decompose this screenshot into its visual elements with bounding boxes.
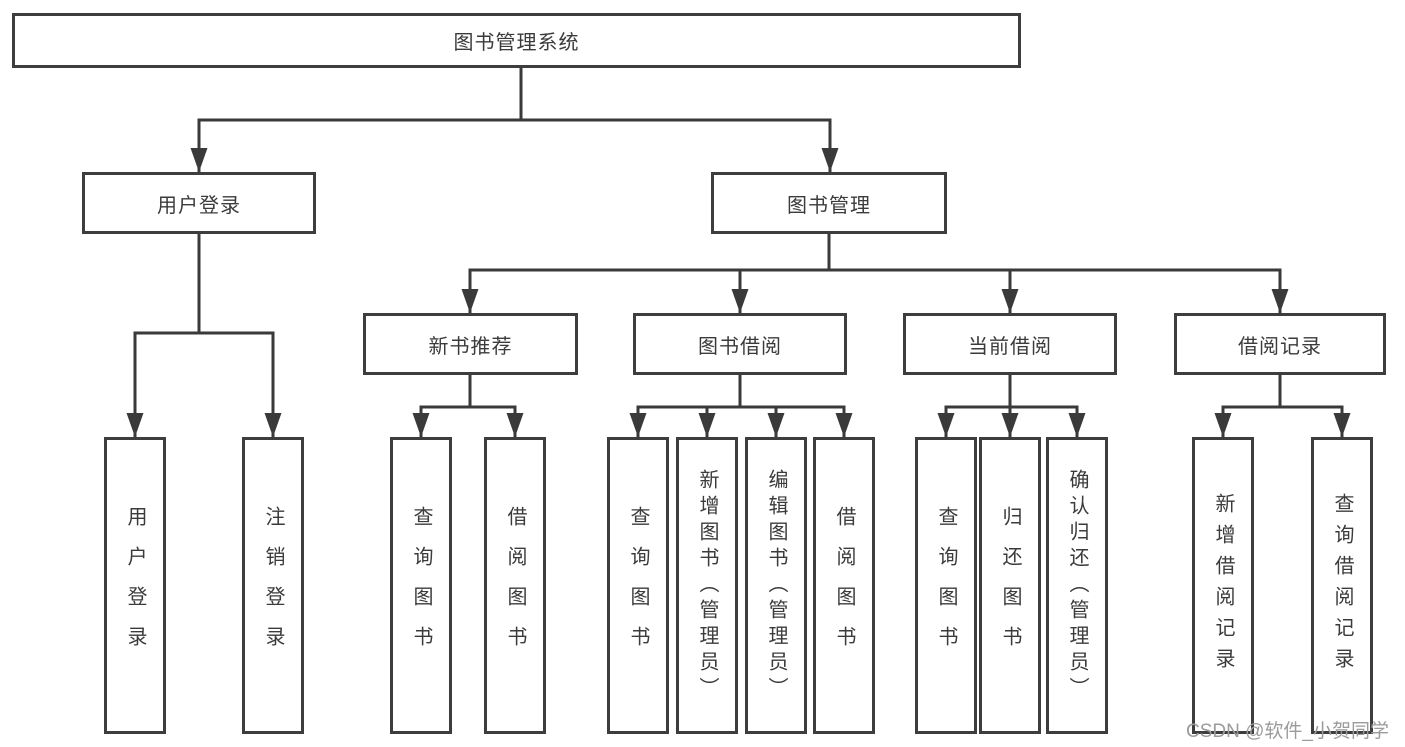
- leaf-confirm-return-admin: 确认归还（管理员）: [1046, 437, 1108, 734]
- leaf-query-books-current: 查询图书: [915, 437, 977, 734]
- leaf-borrow-books: 借阅图书: [813, 437, 875, 734]
- leaf-query-borrow-record: 查询借阅记录: [1311, 437, 1373, 734]
- leaf-return-books: 归还图书: [979, 437, 1041, 734]
- leaf-borrow-books-recommend: 借阅图书: [484, 437, 546, 734]
- leaf-edit-book-admin: 编辑图书（管理员）: [745, 437, 807, 734]
- leaf-add-borrow-record: 新增借阅记录: [1192, 437, 1254, 734]
- node-user-login: 用户登录: [82, 172, 316, 234]
- leaf-add-book-admin: 新增图书（管理员）: [676, 437, 738, 734]
- csdn-watermark: CSDN @软件_小贺同学: [1186, 721, 1389, 742]
- node-book-management: 图书管理: [711, 172, 947, 234]
- node-library-management-system: 图书管理系统: [12, 13, 1021, 68]
- leaf-user-login: 用户登录: [104, 437, 166, 734]
- leaf-query-books-recommend: 查询图书: [390, 437, 452, 734]
- node-new-book-recommend: 新书推荐: [363, 313, 578, 375]
- leaf-query-books-borrow: 查询图书: [607, 437, 669, 734]
- leaf-logout-login: 注销登录: [242, 437, 304, 734]
- node-borrow-records: 借阅记录: [1174, 313, 1386, 375]
- node-current-borrow: 当前借阅: [903, 313, 1117, 375]
- node-book-borrow: 图书借阅: [633, 313, 847, 375]
